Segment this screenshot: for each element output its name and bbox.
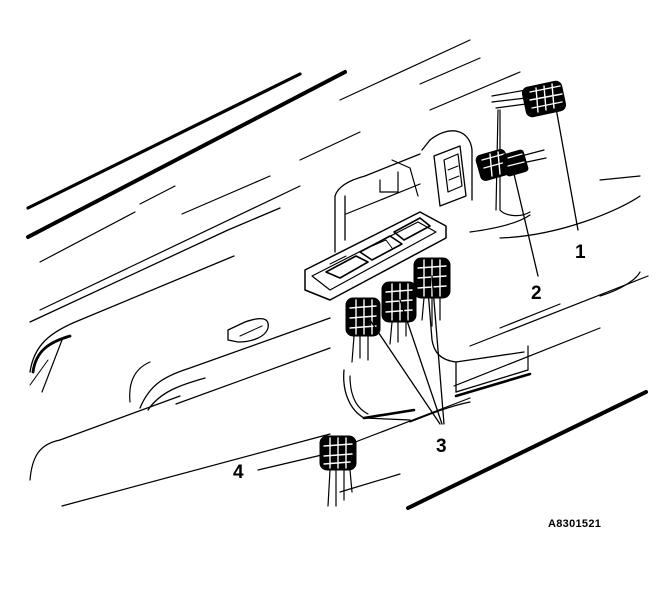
callout-3: 3 bbox=[436, 436, 447, 457]
leader-lines bbox=[257, 107, 579, 471]
connector-3b bbox=[381, 281, 417, 345]
connector-2 bbox=[475, 149, 547, 181]
leader-2 bbox=[513, 173, 539, 277]
connector-4 bbox=[319, 435, 357, 507]
connector-3-group bbox=[345, 257, 451, 363]
armrest-outline bbox=[29, 207, 331, 507]
door-handle-cup bbox=[334, 130, 473, 253]
leader-3b bbox=[399, 299, 443, 425]
connector-3a bbox=[345, 297, 381, 363]
lower-door-edge bbox=[339, 390, 648, 510]
leader-3a bbox=[369, 319, 441, 425]
leader-1 bbox=[555, 107, 579, 231]
leader-3c bbox=[431, 275, 445, 425]
callout-2: 2 bbox=[531, 283, 542, 304]
upper-trim-lines bbox=[26, 39, 641, 311]
callout-1: 1 bbox=[575, 242, 586, 263]
lower-pocket bbox=[343, 195, 649, 423]
connector-1 bbox=[491, 80, 567, 217]
switch-bezel bbox=[304, 211, 447, 301]
figure-id: A8301521 bbox=[548, 518, 602, 530]
callout-4: 4 bbox=[233, 462, 244, 483]
connector-3c bbox=[413, 257, 451, 327]
leader-4 bbox=[257, 453, 327, 471]
